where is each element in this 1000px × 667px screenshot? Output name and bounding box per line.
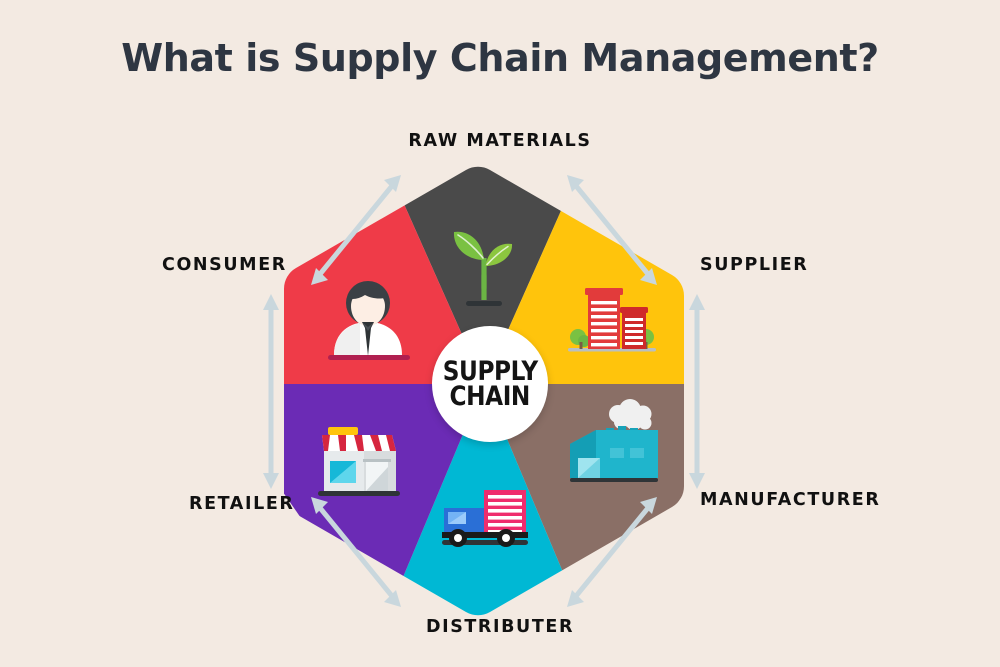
arrow-consumer-rawmaterials xyxy=(311,175,401,285)
delivery-truck-icon xyxy=(442,490,528,547)
segment-supplier[interactable] xyxy=(484,150,760,384)
label-manufacturer: MANUFACTURER xyxy=(700,490,881,510)
arrow-supplier-manufacturer xyxy=(689,294,705,489)
label-supplier: SUPPLIER xyxy=(700,255,809,275)
center-badge: SUPPLY CHAIN xyxy=(432,326,548,442)
arrow-distributer-retailer xyxy=(311,497,401,607)
page-title: What is Supply Chain Management? xyxy=(121,36,879,80)
seedling-icon xyxy=(453,231,513,306)
arrow-retailer-consumer xyxy=(263,294,279,489)
label-retailer: RETAILER xyxy=(189,494,295,514)
label-consumer: CONSUMER xyxy=(162,255,287,275)
segment-manufacturer[interactable] xyxy=(484,384,760,632)
center-badge-line1: SUPPLY xyxy=(442,355,538,387)
person-consumer-icon xyxy=(328,281,410,360)
factory-icon xyxy=(570,399,658,482)
storefront-icon xyxy=(318,427,400,496)
arrow-rawmaterials-supplier xyxy=(567,175,657,285)
flow-arrows xyxy=(263,175,705,607)
center-badge-line2: CHAIN xyxy=(449,381,531,412)
office-buildings-icon xyxy=(568,288,656,352)
label-raw-materials: RAW MATERIALS xyxy=(408,131,592,151)
segment-retailer[interactable] xyxy=(208,384,484,632)
segment-consumer[interactable] xyxy=(208,150,484,384)
arrow-manufacturer-distributer xyxy=(567,497,657,607)
label-distributer: DISTRIBUTER xyxy=(425,617,575,637)
